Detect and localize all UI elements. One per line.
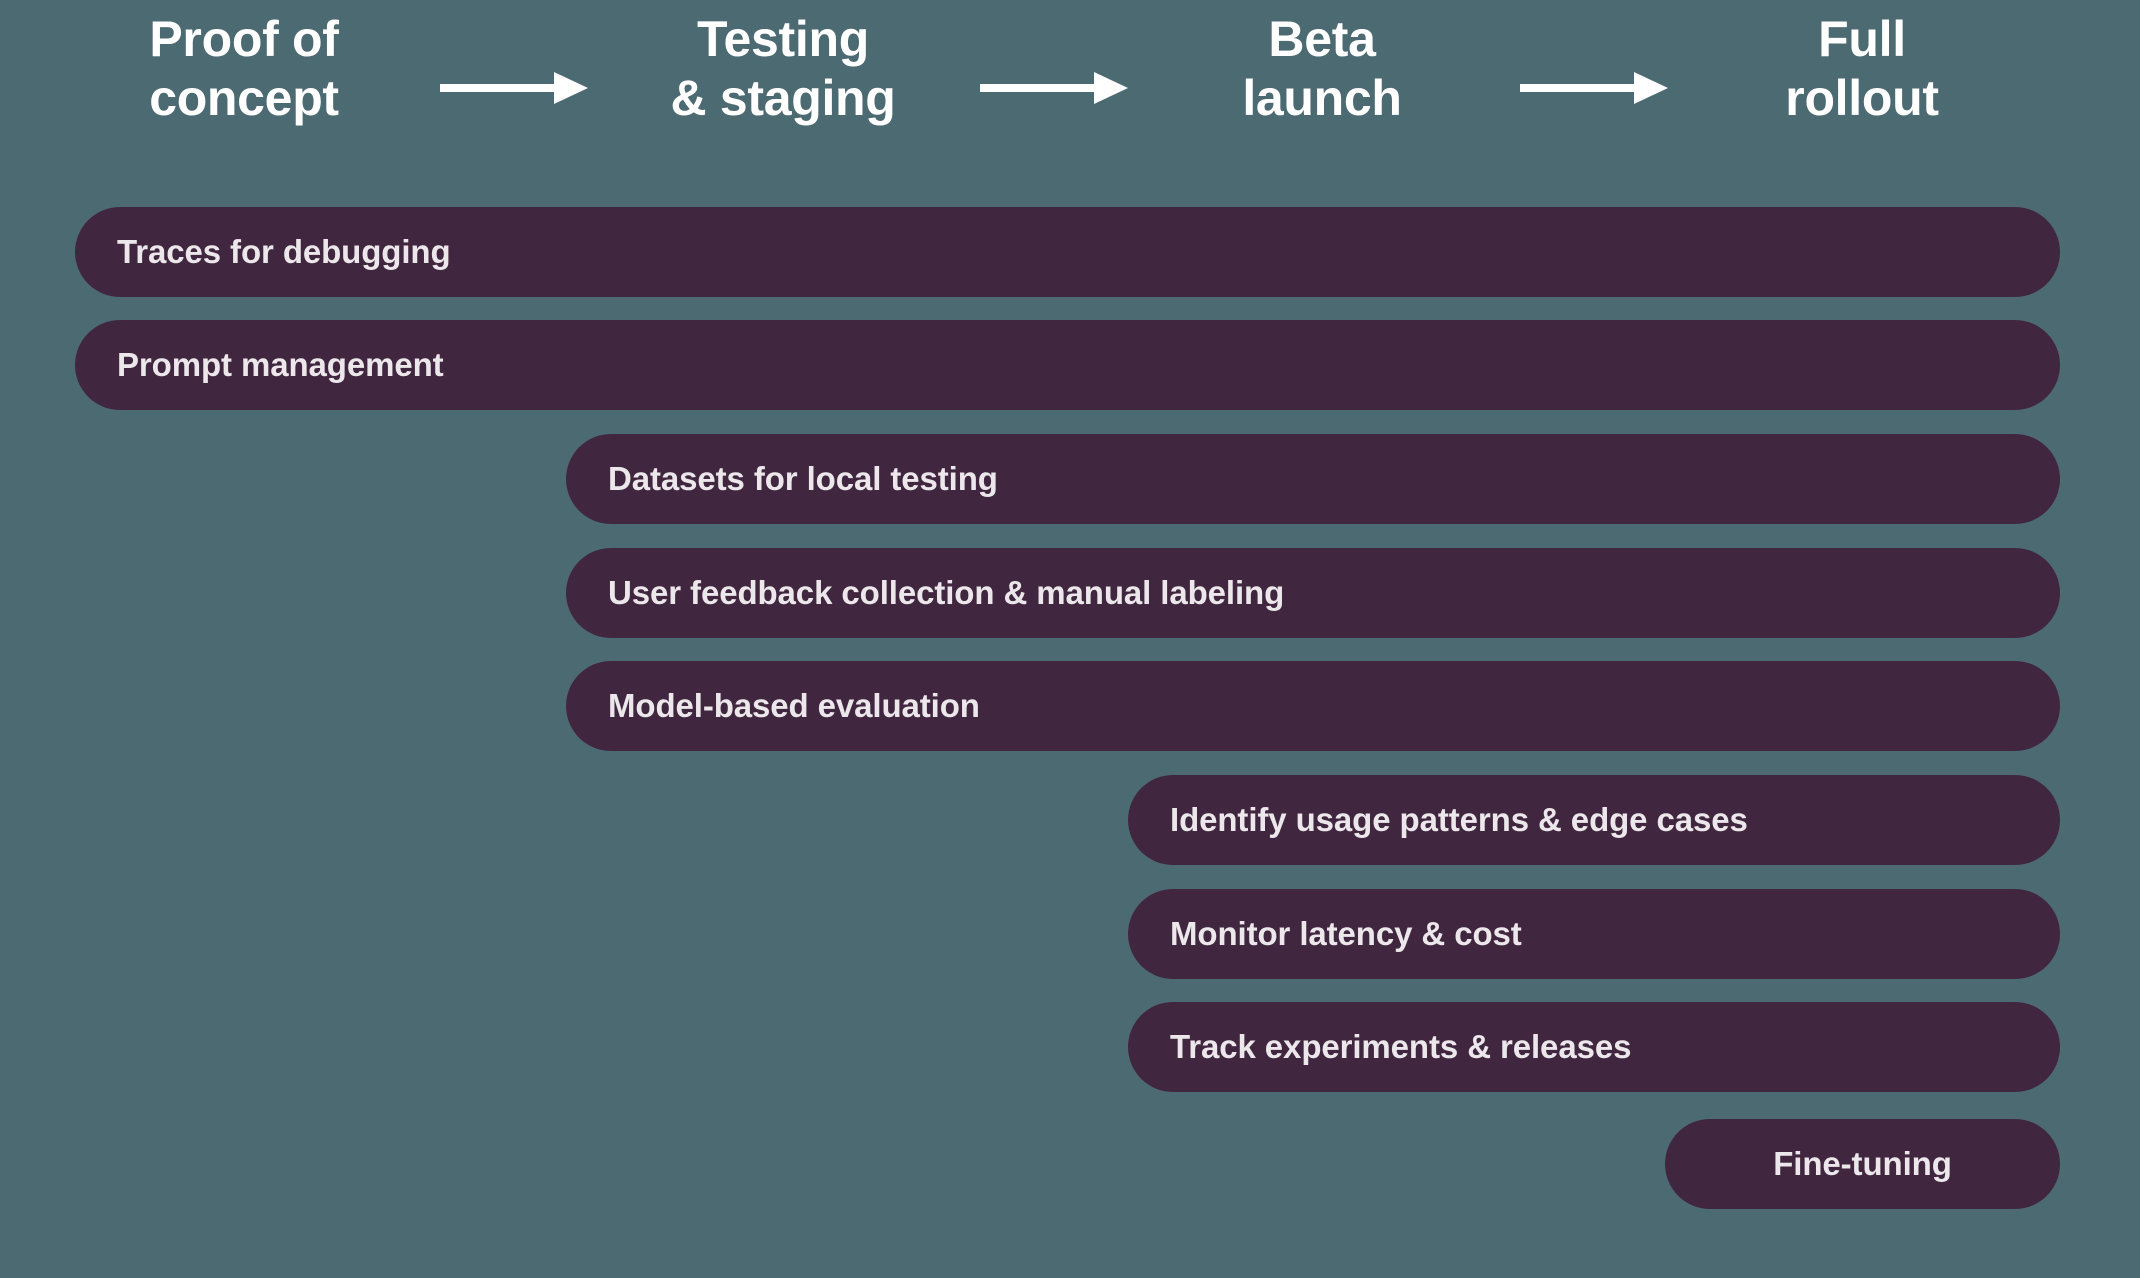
capability-bar-label: Track experiments & releases bbox=[1170, 1028, 1632, 1065]
phase-label-line2: rollout bbox=[1785, 70, 1939, 126]
phase-label-line2: & staging bbox=[670, 70, 896, 126]
phase-label-line1: Beta bbox=[1268, 11, 1376, 67]
phase-label-line2: launch bbox=[1242, 70, 1402, 126]
phase-label-line1: Proof of bbox=[149, 11, 339, 67]
capability-bar-prompt-management[interactable]: Prompt management bbox=[75, 320, 2060, 410]
capability-bar-label: User feedback collection & manual labeli… bbox=[608, 574, 1285, 611]
phase-label-testing-and-staging: Testing& staging bbox=[573, 10, 993, 128]
capability-bar-track-experiments-and-releases[interactable]: Track experiments & releases bbox=[1128, 1002, 2060, 1092]
capability-bar-label: Identify usage patterns & edge cases bbox=[1170, 801, 1748, 838]
phase-arrow-icon-2 bbox=[980, 68, 1128, 108]
capability-bar-label: Fine-tuning bbox=[1773, 1145, 1952, 1182]
capability-bar-monitor-latency-and-cost[interactable]: Monitor latency & cost bbox=[1128, 889, 2060, 979]
capability-bar-traces-for-debugging[interactable]: Traces for debugging bbox=[75, 207, 2060, 297]
capability-bar-label: Prompt management bbox=[117, 346, 444, 383]
phase-label-line1: Testing bbox=[697, 11, 869, 67]
phase-label-line1: Full bbox=[1818, 11, 1906, 67]
capability-bar-datasets-for-local-testing[interactable]: Datasets for local testing bbox=[566, 434, 2060, 524]
capability-bar-fine-tuning[interactable]: Fine-tuning bbox=[1665, 1119, 2060, 1209]
phase-label-line2: concept bbox=[149, 70, 339, 126]
capability-bar-model-based-evaluation[interactable]: Model-based evaluation bbox=[566, 661, 2060, 751]
capability-bar-label: Monitor latency & cost bbox=[1170, 915, 1522, 952]
phase-arrow-icon-1 bbox=[440, 68, 588, 108]
capability-bar-label: Datasets for local testing bbox=[608, 460, 998, 497]
capability-bar-label: Traces for debugging bbox=[117, 233, 451, 270]
capability-bar-identify-usage-patterns[interactable]: Identify usage patterns & edge cases bbox=[1128, 775, 2060, 865]
capability-bar-label: Model-based evaluation bbox=[608, 687, 980, 724]
phase-arrow-icon-3 bbox=[1520, 68, 1668, 108]
capability-bar-user-feedback-collection[interactable]: User feedback collection & manual labeli… bbox=[566, 548, 2060, 638]
